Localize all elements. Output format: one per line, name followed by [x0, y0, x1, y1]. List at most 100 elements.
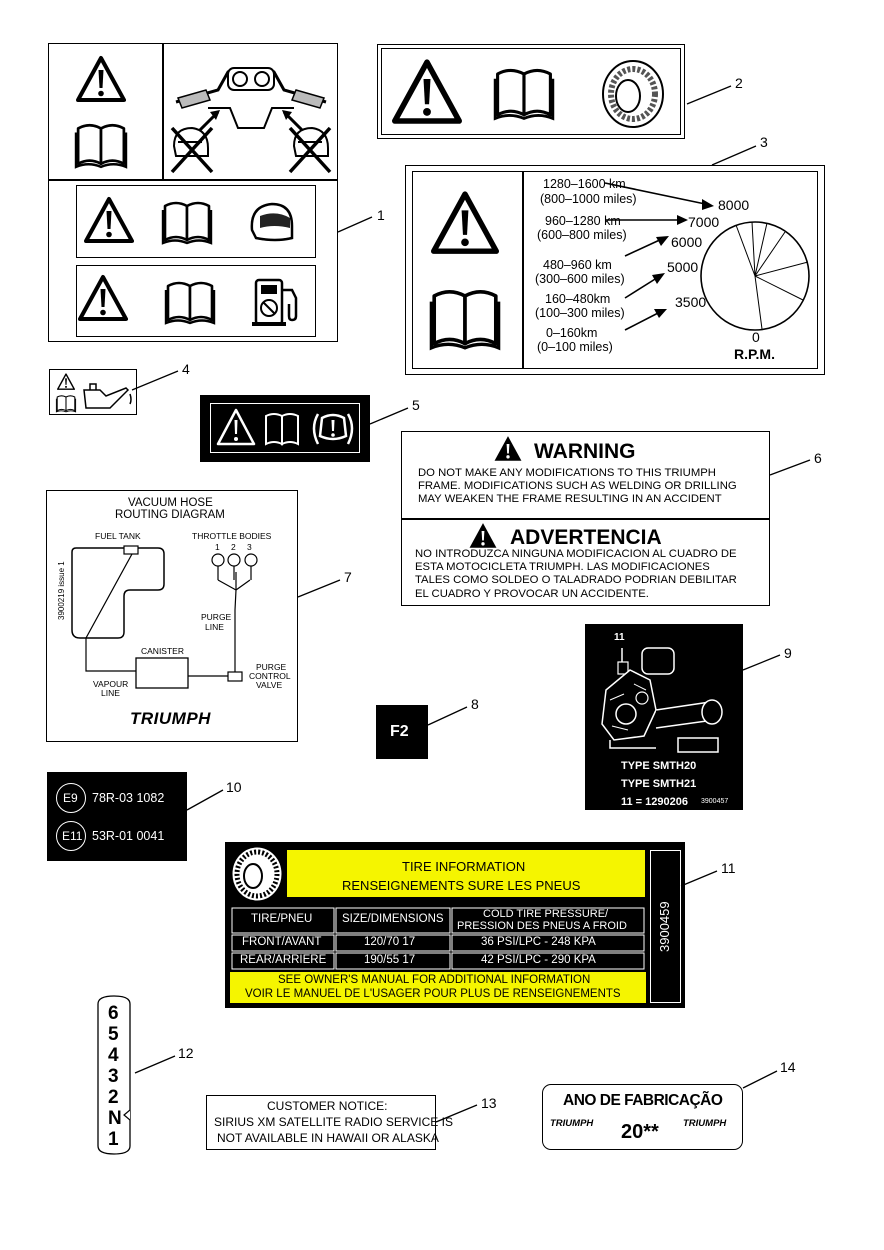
e11-circle-text: E11: [62, 829, 83, 843]
rpm-dial-illustration: [604, 182, 810, 331]
label-1-divider-vertical: [162, 43, 164, 180]
label-3-divider: [522, 171, 524, 369]
tyre-icon: [232, 847, 282, 901]
label-14-year-of-manufacture: [542, 1084, 743, 1150]
rpm-6000: 6000: [671, 234, 703, 250]
callout-1: 1: [377, 207, 385, 223]
vacuum-title-1: VACUUM HOSE: [128, 497, 213, 509]
warning-line-3: MAY WEAKEN THE FRAME RESULTING IN AN ACC…: [418, 493, 722, 505]
customer-notice-line-2: NOT AVAILABLE IN HAWAII OR ALASKA: [217, 1131, 439, 1145]
throttle-bodies-label: THROTTLE BODIES: [192, 531, 272, 541]
callout-3: 3: [760, 134, 768, 150]
warning-triangle-icon: [469, 523, 497, 548]
tire-info-title-1: TIRE INFORMATION: [402, 859, 526, 874]
tb-number-2: 2: [231, 542, 236, 552]
tyre-icon: [602, 60, 664, 128]
e9-approval-code: 78R-03 1082: [92, 791, 165, 805]
helmet-icon: [250, 202, 294, 242]
tire-info-title-2: RENSEIGNEMENTS SURE LES PNEUS: [342, 878, 581, 893]
rpm-zero: 0: [752, 329, 760, 345]
tire-info-footer-panel: [230, 972, 646, 1003]
rpm-7000: 7000: [688, 214, 720, 230]
advertencia-line-3: TALES COMO SOLDEO O TALADRADO PODRIAN DE…: [415, 574, 737, 586]
engine-type-1: TYPE SMTH20: [621, 760, 697, 772]
fuel-pump-icon: [252, 278, 298, 326]
label-3-inner-border: [412, 171, 818, 369]
vacuum-title-2: ROUTING DIAGRAM: [115, 509, 225, 521]
triumph-logo-text: TRIUMPH: [130, 709, 211, 728]
advertencia-line-4: EL CUADRO Y PROVOCAR UN ACCIDENTE.: [415, 588, 649, 600]
label-7-vacuum-hose-diagram: [46, 490, 298, 742]
tire-info-header-panel: [287, 850, 645, 897]
advertencia-line-1: NO INTRODUZCA NINGUNA MODIFICACION AL CU…: [415, 548, 737, 560]
label-13-customer-notice: [206, 1095, 436, 1150]
gear-3: 3: [108, 1066, 119, 1087]
label-6-divider: [401, 518, 770, 520]
engine-illustration: [601, 647, 723, 753]
gear-5: 5: [108, 1024, 119, 1045]
rpm-axis-label: R.P.M.: [734, 346, 775, 362]
tire-info-side-panel: [650, 850, 681, 1003]
range-5-miles: (0–100 miles): [537, 340, 613, 354]
canister-label: CANISTER: [141, 646, 184, 656]
brand-right: TRIUMPH: [683, 1118, 727, 1129]
pcv-label-3: VALVE: [256, 680, 283, 690]
warning-title: WARNING: [534, 440, 636, 463]
header-tire: TIRE/PNEU: [251, 913, 313, 925]
e11-approval-code: 53R-01 0041: [92, 829, 165, 843]
e9-circle-text: E9: [63, 791, 78, 805]
rpm-8000: 8000: [718, 197, 750, 213]
warning-line-2: FRAME. MODIFICATIONS SUCH AS WELDING OR …: [418, 480, 737, 492]
vacuum-hose-routing-drawing: [71, 545, 258, 689]
handlebar-helmet-illustration: [170, 67, 332, 174]
label-5-inner-border: [210, 403, 360, 453]
engine-part-number: 3900457: [701, 798, 729, 805]
vapour-line-label-1: VAPOUR: [93, 679, 129, 689]
e11-circle: [56, 821, 86, 851]
gear-1: 1: [108, 1129, 119, 1150]
range-5-km: 0–160km: [546, 326, 598, 340]
purge-line-label-1: PURGE: [201, 612, 232, 622]
rear-size: 190/55 17: [364, 954, 416, 966]
label-3-running-in: [405, 165, 825, 375]
rpm-3500: 3500: [675, 294, 707, 310]
fuse-label-text: F2: [390, 723, 409, 740]
callout-13: 13: [481, 1095, 497, 1111]
callout-10: 10: [226, 779, 242, 795]
range-1-miles: (800–1000 miles): [540, 192, 637, 206]
range-2-km: 960–1280 km: [545, 214, 621, 228]
callout-12: 12: [178, 1045, 194, 1061]
label-12-gear-indicator-outline: [97, 995, 131, 1155]
engine-marker-number: 11: [614, 632, 625, 643]
label-5-tyre-pressure-decal: [200, 395, 370, 462]
rpm-5000: 5000: [667, 259, 699, 275]
label-1-sub-decal-helmet: [76, 185, 316, 258]
e9-circle: [56, 783, 86, 813]
customer-notice-line-1: SIRIUS XM SATELLITE RADIO SERVICE IS: [214, 1115, 453, 1129]
pcv-label-2: CONTROL: [249, 671, 291, 681]
label-8-fuse-decal: [376, 705, 428, 759]
front-pressure: 36 PSI/LPC - 248 KPA: [481, 936, 596, 948]
range-4-miles: (100–300 miles): [535, 306, 625, 320]
gear-4: 4: [108, 1045, 119, 1066]
range-3-km: 480–960 km: [543, 258, 612, 272]
rear-label: REAR/ARRIERE: [240, 954, 327, 966]
callout-7: 7: [344, 569, 352, 585]
purge-line-label-2: LINE: [205, 622, 224, 632]
callout-8: 8: [471, 696, 479, 712]
tire-table-grid: [230, 906, 646, 970]
engine-code-line: 11 = 1290206: [621, 796, 688, 808]
oil-can-icon: [83, 383, 132, 409]
header-pressure-2: PRESSION DES PNEUS A FROID: [457, 920, 627, 932]
label-1-warning-panel: [48, 43, 338, 342]
vapour-line-label-2: LINE: [101, 688, 120, 698]
range-1-km: 1280–1600 km: [543, 177, 626, 191]
warning-triangle-icon: [494, 436, 522, 461]
pcv-label-1: PURGE: [256, 662, 287, 672]
range-3-miles: (300–600 miles): [535, 272, 625, 286]
label-2-inner-border: [381, 48, 681, 135]
range-2-miles: (600–800 miles): [537, 228, 627, 242]
range-4-km: 160–480km: [545, 292, 611, 306]
